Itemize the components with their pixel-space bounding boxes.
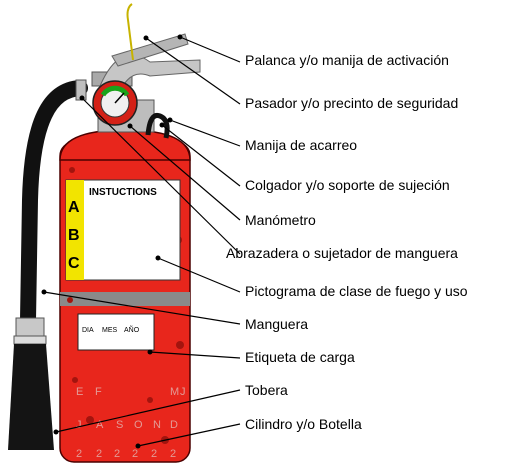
charge-tag bbox=[77, 313, 155, 351]
label-activation-lever: Palanca y/o manija de activación bbox=[245, 52, 449, 68]
label-safety-pin: Pasador y/o precinto de seguridad bbox=[245, 95, 459, 111]
month-n: N bbox=[153, 419, 161, 431]
class-letter-a: A bbox=[68, 199, 80, 216]
label-carrying-handle: Manija de acarreo bbox=[245, 137, 358, 153]
year-5: 2 bbox=[151, 448, 157, 460]
month-grid: E F M J J A S O N D 2 2 2 2 2 2 bbox=[76, 386, 186, 460]
safety-pin bbox=[126, 3, 134, 61]
year-3: 2 bbox=[114, 448, 120, 460]
year-4: 2 bbox=[132, 448, 138, 460]
activation-lever bbox=[111, 33, 189, 67]
leader-lines bbox=[43, 36, 241, 447]
label-charge-tag: Etiqueta de carga bbox=[245, 349, 355, 365]
month-m: M bbox=[170, 386, 179, 398]
label-pressure-gauge: Manómetro bbox=[245, 212, 316, 228]
class-letter-c: C bbox=[68, 255, 80, 272]
class-strip bbox=[66, 180, 84, 280]
year-6: 2 bbox=[170, 448, 176, 460]
label-cylinder: Cilindro y/o Botella bbox=[245, 416, 362, 432]
month-e: E bbox=[76, 386, 83, 398]
month-j-top: J bbox=[180, 386, 186, 398]
class-letter-b: B bbox=[68, 227, 80, 244]
tag-day: DIA bbox=[82, 327, 94, 334]
tag-month: MES bbox=[102, 327, 118, 334]
hose bbox=[13, 80, 88, 345]
month-j: J bbox=[76, 419, 82, 431]
year-1: 2 bbox=[76, 448, 82, 460]
nozzle bbox=[8, 344, 54, 450]
month-d: D bbox=[170, 419, 178, 431]
pressure-gauge bbox=[92, 80, 138, 126]
month-o: O bbox=[134, 419, 143, 431]
label-fire-class-pictogram: Pictograma de clase de fuego y uso bbox=[245, 283, 468, 299]
instructions-panel bbox=[65, 179, 181, 281]
label-hose-clamp: Abrazadera o sujetador de manguera bbox=[226, 245, 458, 261]
month-f: F bbox=[95, 386, 102, 398]
instructions-title: INSTUCTIONS bbox=[89, 187, 157, 198]
month-s: S bbox=[116, 419, 123, 431]
month-a: A bbox=[96, 419, 104, 431]
label-hanger-bracket: Colgador y/o soporte de sujeción bbox=[245, 177, 450, 193]
label-nozzle: Tobera bbox=[245, 382, 288, 398]
year-2: 2 bbox=[96, 448, 102, 460]
tag-year: AÑO bbox=[124, 325, 140, 334]
leader-ends bbox=[41, 34, 183, 449]
label-hose: Manguera bbox=[245, 316, 309, 332]
